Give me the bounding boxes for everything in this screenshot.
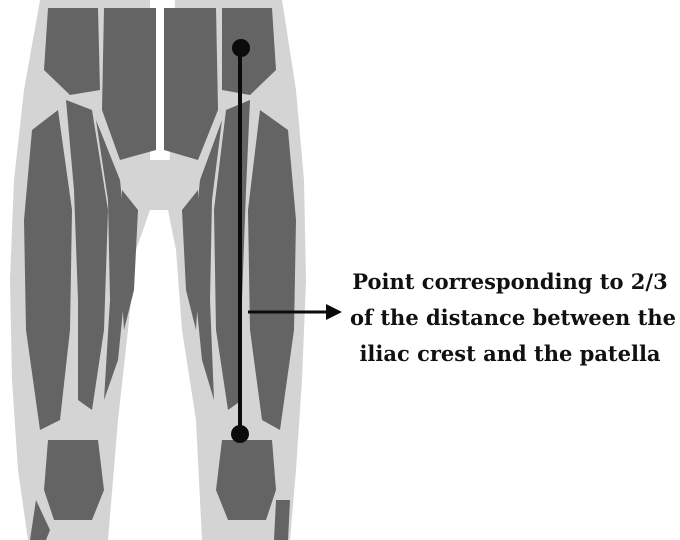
annotation-line-3: iliac crest and the patella [350, 336, 670, 372]
muscle-group [24, 8, 296, 540]
pointer-arrow-head [326, 304, 342, 320]
crotch-region [138, 160, 182, 210]
patella-marker [231, 425, 249, 443]
annotation-line-1: Point corresponding to 2/3 [350, 264, 670, 300]
iliac-crest-marker [232, 39, 250, 57]
right-knee [216, 440, 276, 520]
annotation-text: Point corresponding to 2/3 of the distan… [350, 264, 670, 372]
annotation-line-2: of the distance between the [350, 300, 670, 336]
right-lower-leg [274, 500, 290, 540]
left-knee [44, 440, 104, 520]
